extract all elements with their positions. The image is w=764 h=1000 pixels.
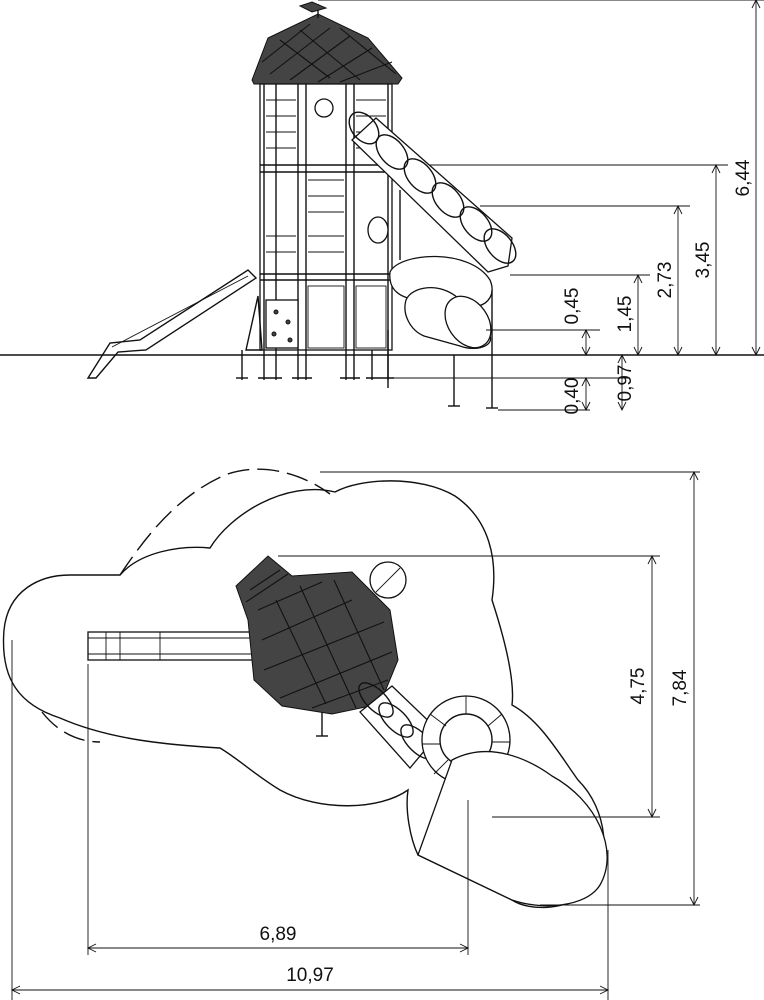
dim-lower-deck-height: 1,45 [615,296,636,333]
plan-dimensions [10,470,700,1000]
tower-roof [251,13,403,85]
tower-roof-plan [235,555,407,737]
tube-exit [444,295,492,349]
dim-post-depth-main: 0,97 [615,365,636,402]
post-footings [236,350,394,380]
climbing-holds [271,309,293,343]
dim-slide-exit-height: 0,45 [562,288,583,325]
dim-total-length: 10,97 [286,965,334,986]
dim-slide-to-tube-length: 6,89 [260,924,297,945]
side-window [367,216,389,244]
plan-view: 4,75 7,84 6,89 10,97 [2,468,700,1000]
elevation-dimensions [318,0,764,412]
dim-tube-entry-height: 3,45 [693,242,714,279]
tower [236,1,403,380]
dim-upper-deck-height: 2,73 [655,262,676,299]
straight-slide-plan [87,631,257,661]
elevation-view: 6,44 3,45 2,73 1,45 0,45 0,97 0,40 [0,0,764,414]
porthole-window [314,98,334,118]
roof-flag [298,1,328,13]
climbing-wall [265,299,299,349]
straight-slide [86,269,258,379]
dim-total-height: 6,44 [733,159,754,196]
dim-tower-width: 4,75 [628,668,649,705]
dim-total-width: 7,84 [670,669,691,706]
tube-landing-area [417,751,608,907]
safety-zone-dashed [41,468,331,743]
tube-slide-plan [358,682,608,907]
tube-slide-elevation [348,111,517,409]
dim-post-depth-short: 0,40 [562,378,583,415]
